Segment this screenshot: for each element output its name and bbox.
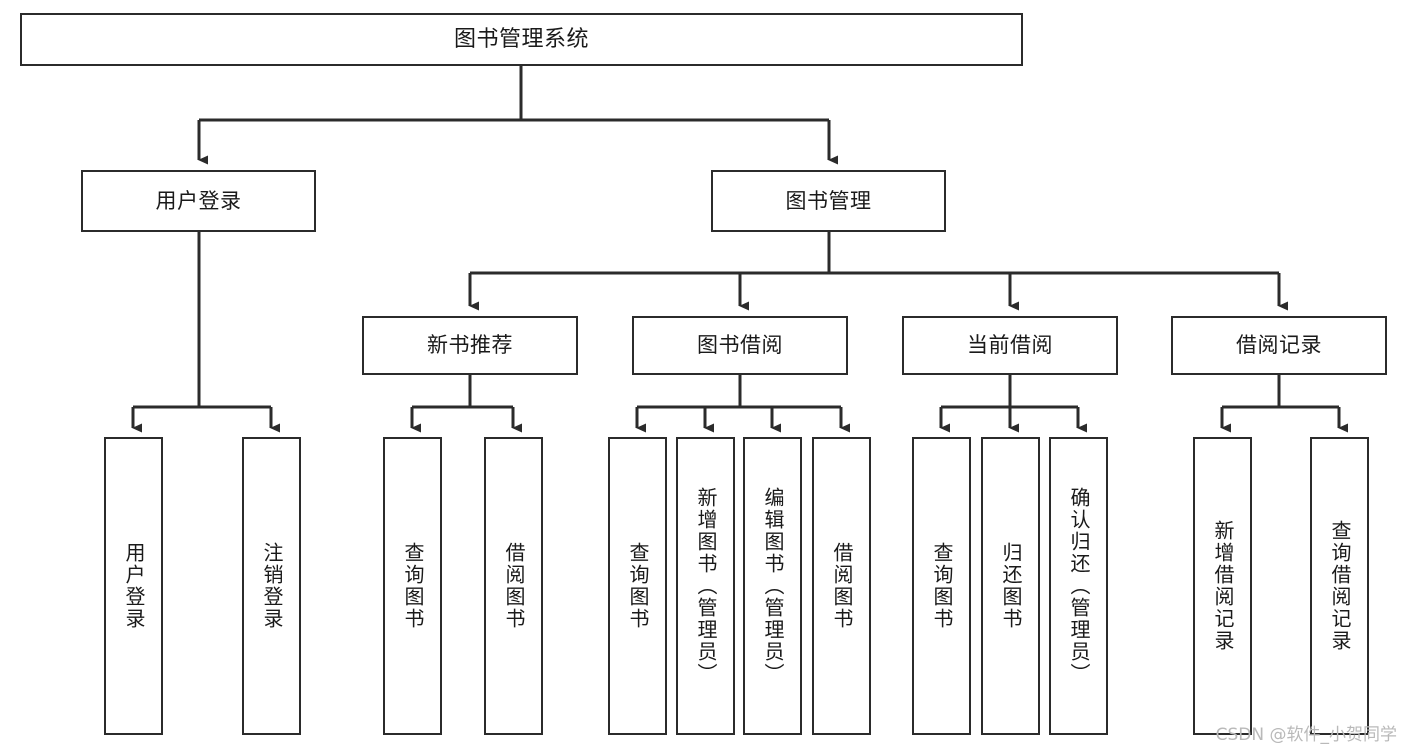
node-label: 新书推荐 <box>427 333 513 358</box>
node-label: 当前借阅 <box>967 333 1053 358</box>
node-label: 图书借阅 <box>697 333 783 358</box>
node-current-borrow[interactable]: 当前借阅 <box>902 316 1118 375</box>
leaf-current-query-book[interactable]: 查询图书 <box>912 437 971 735</box>
leaf-borrow-edit-book-admin[interactable]: 编辑图书（管理员） <box>743 437 802 735</box>
node-label: 查询图书 <box>401 542 425 630</box>
node-label: 注销登录 <box>260 542 284 630</box>
leaf-current-return-book[interactable]: 归还图书 <box>981 437 1040 735</box>
node-label: 新增图书（管理员） <box>694 487 718 685</box>
node-new-book-recommend[interactable]: 新书推荐 <box>362 316 578 375</box>
leaf-borrow-borrow-book[interactable]: 借阅图书 <box>812 437 871 735</box>
leaf-recommend-query-book[interactable]: 查询图书 <box>383 437 442 735</box>
node-label: 图书管理 <box>785 188 872 213</box>
node-label: 用户登录 <box>155 188 242 213</box>
leaf-user-login-signout[interactable]: 注销登录 <box>242 437 301 735</box>
node-label: 确认归还（管理员） <box>1067 487 1091 685</box>
node-label: 查询图书 <box>930 542 954 630</box>
node-root-system[interactable]: 图书管理系统 <box>20 13 1023 66</box>
node-label: 新增借阅记录 <box>1211 520 1235 652</box>
watermark: CSDN @软件_小贺同学 <box>1215 725 1397 745</box>
node-label: 图书管理系统 <box>453 26 589 52</box>
node-label: 借阅图书 <box>830 542 854 630</box>
node-label: 编辑图书（管理员） <box>761 487 785 685</box>
node-label: 归还图书 <box>999 542 1023 630</box>
node-label: 查询图书 <box>626 542 650 630</box>
leaf-borrow-add-book-admin[interactable]: 新增图书（管理员） <box>676 437 735 735</box>
leaf-record-query-record[interactable]: 查询借阅记录 <box>1310 437 1369 735</box>
leaf-user-login-signin[interactable]: 用户登录 <box>104 437 163 735</box>
leaf-borrow-query-book[interactable]: 查询图书 <box>608 437 667 735</box>
node-book-management[interactable]: 图书管理 <box>711 170 946 232</box>
node-label: 借阅图书 <box>502 542 526 630</box>
node-label: 借阅记录 <box>1236 333 1322 358</box>
node-user-login[interactable]: 用户登录 <box>81 170 316 232</box>
node-label: 用户登录 <box>122 542 146 630</box>
node-book-borrow[interactable]: 图书借阅 <box>632 316 848 375</box>
leaf-current-confirm-return-admin[interactable]: 确认归还（管理员） <box>1049 437 1108 735</box>
node-borrow-record[interactable]: 借阅记录 <box>1171 316 1387 375</box>
leaf-record-add-record[interactable]: 新增借阅记录 <box>1193 437 1252 735</box>
leaf-recommend-borrow-book[interactable]: 借阅图书 <box>484 437 543 735</box>
node-label: 查询借阅记录 <box>1328 520 1352 652</box>
